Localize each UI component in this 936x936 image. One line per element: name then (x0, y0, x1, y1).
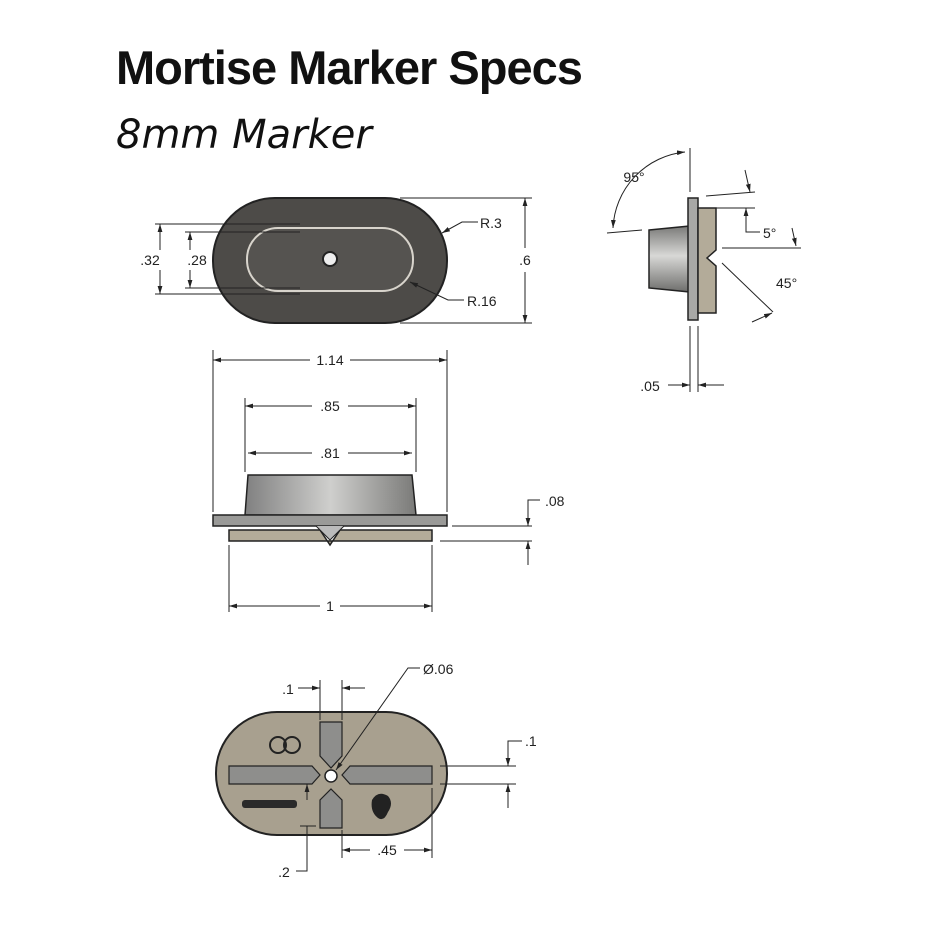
dim-hole-diameter: Ø.06 (423, 661, 454, 677)
plates-side (697, 207, 717, 314)
marker-plates (228, 529, 433, 547)
dim-side-flange-thickness: .05 (640, 378, 660, 394)
bar-right (341, 765, 433, 785)
flange (212, 514, 448, 527)
dim-bar-height: .1 (525, 733, 537, 749)
tapered-body (244, 474, 417, 516)
dim-body-base-width: .85 (320, 398, 340, 414)
dim-inner-radius: R.16 (467, 293, 497, 309)
infinity-logo-icon (269, 736, 301, 754)
dim-plate-width: 1 (326, 598, 334, 614)
bottom-view: .1 Ø.06 .1 .2 .45 (215, 661, 537, 880)
brand-wordmark-logo (242, 800, 297, 808)
dim-flange-width: 1.14 (316, 352, 343, 368)
dim-outer-radius: R.3 (480, 215, 502, 231)
page-title: Mortise Marker Specs (116, 41, 583, 94)
side-view: 95° 5° 45° .05 (606, 148, 801, 394)
center-hole-bottom (324, 769, 338, 783)
dim-notch-angle: 45° (776, 275, 797, 291)
flange-side (687, 197, 699, 321)
lion-head-logo-icon (371, 793, 391, 820)
bar-top (319, 721, 343, 769)
v-notch (315, 525, 345, 541)
dim-body-top-width: .81 (320, 445, 340, 461)
top-view: .32 .28 .6 R.3 R.16 (140, 197, 532, 324)
tapered-body-side (648, 225, 691, 293)
dim-total-height: .6 (519, 252, 531, 268)
dim-flange-thickness: .08 (545, 493, 565, 509)
dim-outer-height: .32 (140, 252, 160, 268)
page-subtitle: 8mm Marker (116, 112, 372, 158)
dim-bar-offset: .2 (278, 864, 290, 880)
dim-inner-height: .28 (187, 252, 207, 268)
front-view: 1.14 .85 .81 1 .08 (212, 350, 565, 614)
dim-bar-width: .1 (282, 681, 294, 697)
dim-taper-angle: 95° (623, 169, 644, 185)
dim-plate-angle: 5° (763, 225, 776, 241)
dim-bar-length: .45 (377, 842, 397, 858)
bar-bottom (319, 788, 343, 829)
bar-left (228, 765, 321, 785)
center-hole (322, 251, 338, 267)
